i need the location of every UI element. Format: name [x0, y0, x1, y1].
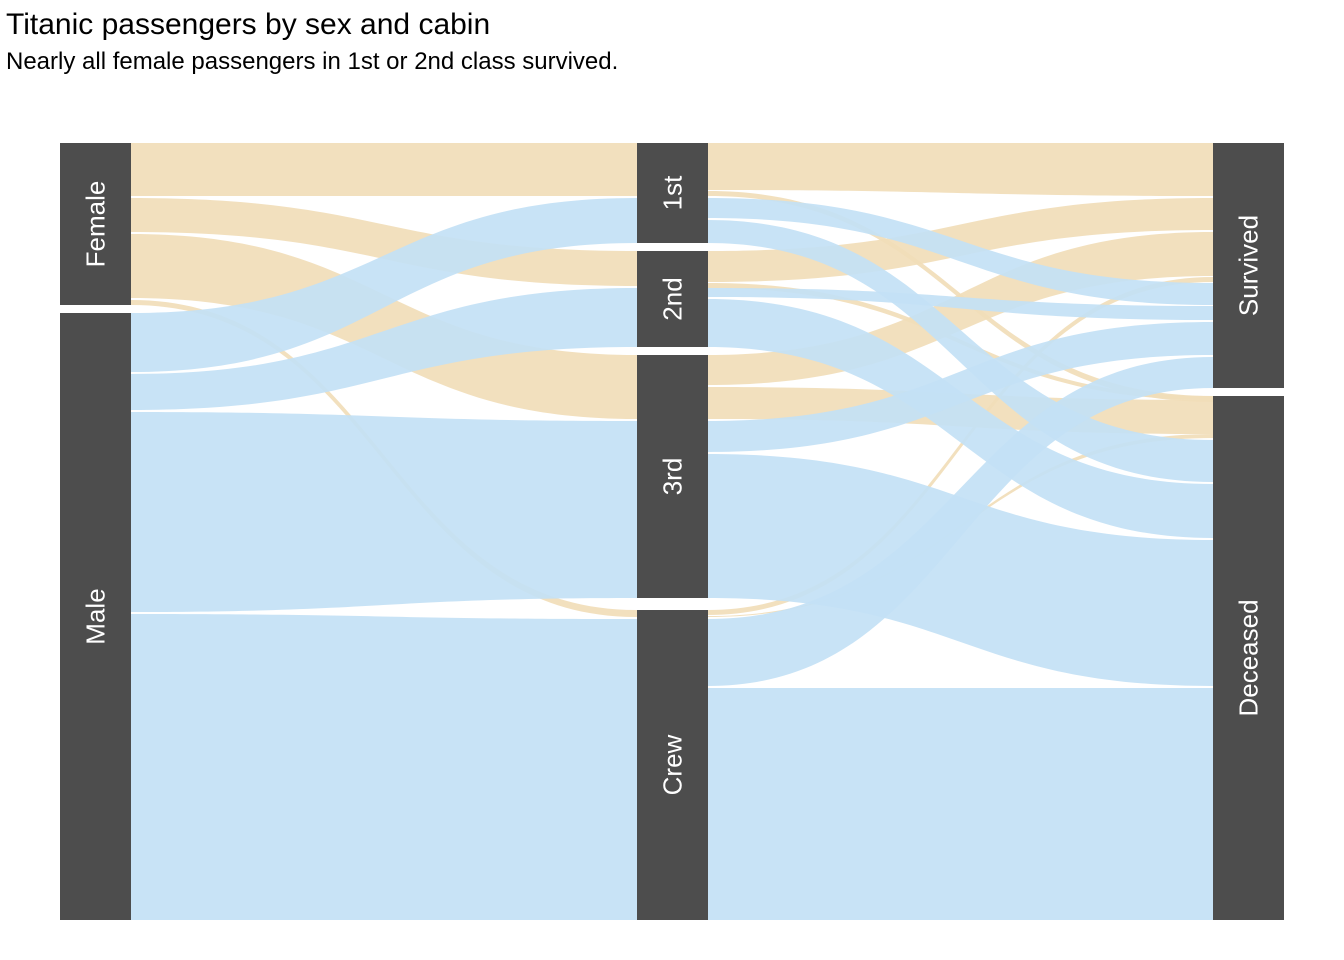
flow-ribbon: [708, 277, 1213, 615]
stratum-label-deceased: Deceased: [1234, 599, 1264, 716]
page-title: Titanic passengers by sex and cabin: [6, 8, 491, 41]
flow-ribbon: [131, 614, 637, 920]
stratum-label-survived: Survived: [1234, 215, 1264, 316]
stratum-node-deceased[interactable]: [1213, 396, 1284, 920]
stratum-group: [60, 143, 1284, 920]
flow-ribbon: [708, 688, 1213, 920]
stratum-label-female: Female: [81, 181, 111, 268]
flow-ribbon: [131, 412, 637, 612]
stratum-node-2nd[interactable]: [637, 251, 708, 347]
flow-ribbon: [131, 198, 637, 286]
stratum-node-1st[interactable]: [637, 143, 708, 243]
flow-ribbon: [708, 288, 1213, 320]
ribbon-group-class-to-survival: [708, 143, 1213, 920]
stratum-label-male: Male: [81, 588, 111, 644]
flow-ribbon: [131, 143, 637, 196]
ribbon-group-sex-to-class: [131, 143, 637, 920]
page-subtitle: Nearly all female passengers in 1st or 2…: [6, 48, 619, 75]
stratum-node-female[interactable]: [60, 143, 131, 305]
stratum-node-3rd[interactable]: [637, 355, 708, 598]
flow-ribbon: [708, 322, 1213, 452]
stratum-label-2nd: 2nd: [658, 277, 688, 320]
flow-ribbon: [131, 288, 637, 410]
stratum-node-male[interactable]: [60, 313, 131, 920]
flow-ribbon: [708, 454, 1213, 686]
stratum-node-crew[interactable]: [637, 610, 708, 920]
flow-ribbon: [708, 220, 1213, 482]
flow-ribbon: [131, 198, 637, 372]
flow-ribbon: [708, 357, 1213, 686]
flow-ribbon: [708, 299, 1213, 538]
flow-ribbon: [708, 143, 1213, 196]
stratum-node-survived[interactable]: [1213, 143, 1284, 388]
stratum-label-3rd: 3rd: [658, 458, 688, 496]
stratum-label-1st: 1st: [658, 175, 688, 210]
flow-ribbon: [708, 198, 1213, 305]
flow-ribbon: [131, 234, 637, 419]
stratum-label-crew: Crew: [658, 734, 688, 795]
